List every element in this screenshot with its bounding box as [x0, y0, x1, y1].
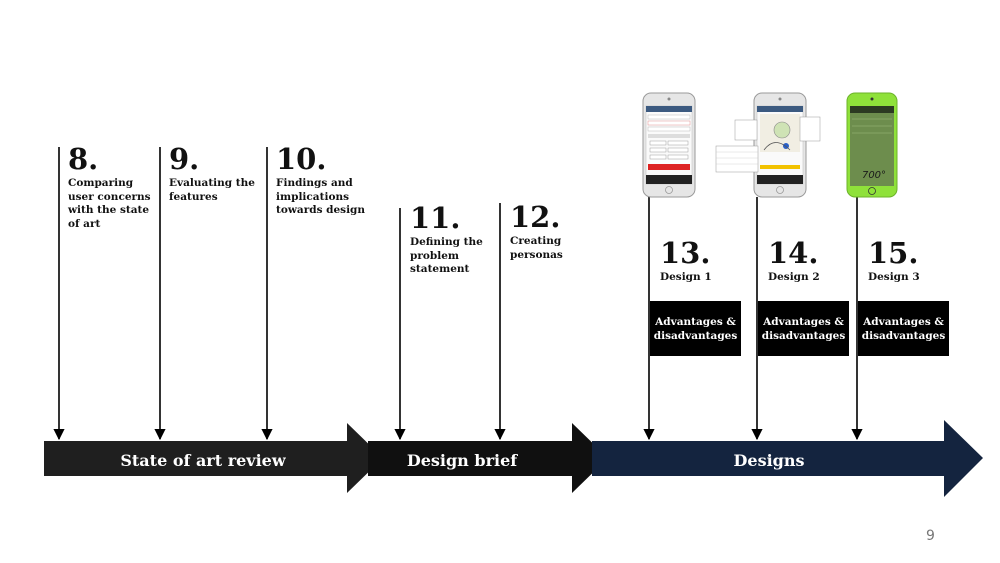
design-2-phone-image [715, 92, 821, 198]
step-14-label: Design 2 [768, 271, 820, 283]
phase-arrow-designs [592, 420, 983, 497]
design-3-phone-image: 700° [846, 92, 898, 198]
step-8-number: 8. [68, 142, 99, 176]
design-1-phone-image [642, 92, 696, 198]
phase-label-designs: Designs [734, 451, 805, 470]
phase-label-design-brief: Design brief [407, 451, 518, 470]
step-13-label: Design 1 [660, 271, 712, 283]
step-14-number: 14. [768, 236, 819, 270]
step-12-number: 12. [510, 200, 561, 234]
step-9-number: 9. [169, 142, 200, 176]
step-12-label: Creating personas [510, 235, 563, 261]
step-11-number: 11. [410, 201, 461, 235]
design-1-advantages-box: Advantages & disadvantages [650, 301, 741, 356]
phase-arrow-design-brief [368, 423, 608, 493]
page-number: 9 [926, 528, 935, 544]
design-3-phone-reading: 700° [862, 170, 886, 181]
phase-arrow-state-of-art-review [44, 423, 383, 493]
step-15-label: Design 3 [868, 271, 920, 283]
design-3-advantages-box: Advantages & disadvantages [858, 301, 949, 356]
step-15-number: 15. [868, 236, 919, 270]
step-10-number: 10. [276, 142, 327, 176]
step-8-label: Comparing user concerns with the state o… [68, 177, 151, 230]
phase-label-state-of-art-review: State of art review [120, 451, 287, 470]
step-13-number: 13. [660, 236, 711, 270]
step-9-label: Evaluating the features [169, 177, 255, 203]
design-2-advantages-box: Advantages & disadvantages [758, 301, 849, 356]
step-10-label: Findings and implications towards design [276, 177, 366, 216]
step-11-label: Defining the problem statement [410, 236, 483, 275]
